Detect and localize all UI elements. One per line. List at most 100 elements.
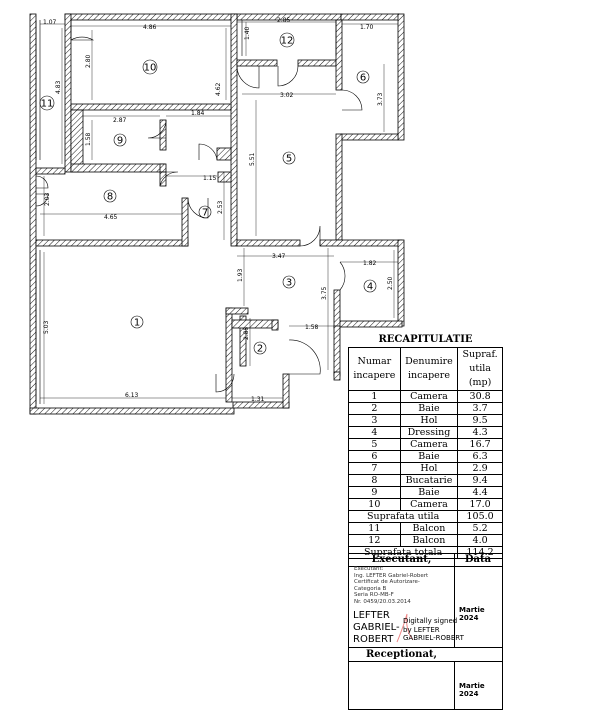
dim-label: 4.62	[215, 82, 222, 96]
cell-name: Hol	[399, 414, 459, 427]
cell-num: 5	[348, 438, 401, 451]
cell-num: 11	[348, 522, 401, 535]
dim-label: 1.70	[360, 24, 374, 31]
dim-label: 4.83	[55, 80, 62, 94]
dim-label: 2.87	[113, 117, 127, 124]
dimension-lines	[40, 21, 398, 404]
cell-name: Camera	[399, 390, 459, 403]
cell-num: 1	[348, 390, 401, 403]
dim-label: 1.40	[244, 26, 251, 40]
room-marker-9: 9	[113, 133, 127, 147]
room-marker-3: 3	[282, 275, 296, 289]
room-number: 12	[281, 36, 294, 47]
cell-num: 4	[348, 426, 401, 439]
dim-label: 1.58	[305, 324, 319, 331]
cell-area: 4.3	[457, 426, 503, 439]
divider	[454, 661, 455, 709]
dim-label: 1.93	[237, 268, 244, 282]
room-number: 11	[41, 99, 54, 110]
room-marker-6: 6	[356, 70, 370, 84]
room-marker-11: 11	[39, 95, 55, 111]
util-value: 105.0	[457, 510, 503, 523]
cell-num: 12	[348, 534, 401, 547]
room-number: 9	[117, 136, 123, 147]
dim-label: 2.50	[387, 276, 394, 290]
cell-area: 30.8	[457, 390, 503, 403]
room-number: 6	[360, 73, 366, 84]
dim-label: 2.53	[217, 200, 224, 214]
executant-heading: Executant,	[371, 554, 432, 565]
dim-label: 1.82	[363, 260, 377, 267]
cell-name: Camera	[399, 438, 459, 451]
dim-label: 3.73	[377, 92, 384, 106]
signature-block: Executant, Data Executant: Ing. LEFTER G…	[348, 553, 503, 710]
recap-title: RECAPITULATIE	[378, 334, 473, 345]
header-area: Supraf. utila (mp)	[457, 347, 503, 391]
room-marker-12: 12	[279, 32, 295, 48]
executant-details: Executant: Ing. LEFTER Gabriel-Robert Ce…	[354, 566, 429, 605]
dim-label: 1.31	[251, 396, 265, 403]
cell-name: Bucatarie	[399, 474, 459, 487]
signature-stroke	[396, 613, 414, 643]
cell-num: 8	[348, 474, 401, 487]
room-number: 2	[257, 344, 263, 355]
dim-label: 2.03	[44, 192, 51, 206]
dim-label: 4.65	[104, 214, 118, 221]
data-heading: Data	[464, 554, 492, 565]
digital-signature: Digitally signed by LEFTER GABRIEL-ROBER…	[403, 617, 464, 642]
room-marker-8: 8	[103, 189, 117, 203]
room-markers: 1 2 3 4 5 6 7 8 9 10 11 12	[39, 32, 377, 355]
cell-name: Baie	[399, 450, 459, 463]
cell-area: 9.4	[457, 474, 503, 487]
cell-area: 6.3	[457, 450, 503, 463]
dim-label: 3.75	[321, 286, 328, 300]
dim-label: 5.03	[43, 320, 50, 334]
room-marker-1: 1	[130, 315, 144, 329]
date-executant: Martie 2024	[459, 606, 485, 622]
room-marker-5: 5	[282, 151, 296, 165]
cell-name: Hol	[399, 462, 459, 475]
cell-num: 2	[348, 402, 401, 415]
dim-label: 1.58	[85, 132, 92, 146]
cell-area: 5.2	[457, 522, 503, 535]
cell-area: 9.5	[457, 414, 503, 427]
cell-num: 9	[348, 486, 401, 499]
header-name: Denumire incapere	[399, 347, 459, 391]
util-label: Suprafata utila	[347, 510, 459, 523]
dimension-labels: 1.07 4.86 2.85 1.70 1.40 2.80 4.83 4.62 …	[43, 17, 394, 403]
dim-label: 6.13	[125, 392, 139, 399]
walls	[29, 13, 405, 415]
room-marker-7: 7	[198, 205, 212, 219]
room-number: 8	[107, 192, 113, 203]
cell-area: 2.9	[457, 462, 503, 475]
cell-area: 16.7	[457, 438, 503, 451]
door-swings	[35, 18, 363, 393]
dim-label: 3.47	[272, 253, 286, 260]
room-number: 3	[286, 278, 292, 289]
header-num: Numar incapere	[348, 347, 401, 391]
cell-area: 17.0	[457, 498, 503, 511]
cell-area: 3.7	[457, 402, 503, 415]
dim-label: 1.84	[191, 110, 205, 117]
room-number: 1	[134, 318, 140, 329]
cell-name: Balcon	[399, 522, 459, 535]
dim-label: 5.51	[249, 152, 256, 166]
divider	[454, 554, 455, 647]
dim-label: 2.85	[277, 17, 291, 24]
cell-num: 10	[348, 498, 401, 511]
dim-label: 2.85	[243, 326, 250, 340]
room-number: 7	[202, 208, 208, 219]
dim-label: 3.02	[280, 92, 294, 99]
cell-num: 6	[348, 450, 401, 463]
